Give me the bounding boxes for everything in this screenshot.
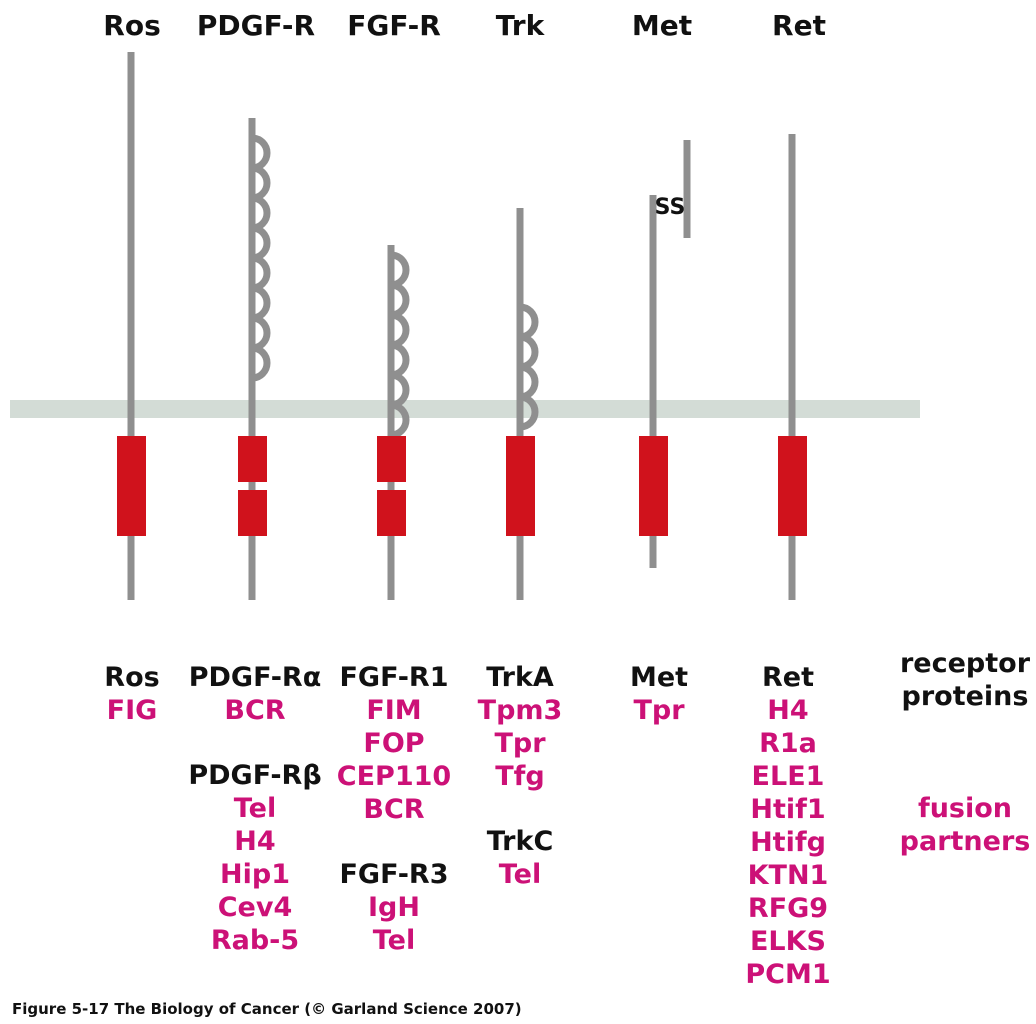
- fusion-partner: Htif1: [750, 794, 825, 825]
- fusion-partner: ELKS: [750, 926, 826, 957]
- receptor-ros: [117, 52, 146, 600]
- receptor-name: PDGF-Rα: [189, 662, 322, 693]
- fusion-partner: H4: [234, 826, 275, 857]
- fusion-partner: ELE1: [752, 761, 825, 792]
- fusion-partner: IgH: [368, 892, 420, 923]
- header-trk: Trk: [496, 9, 546, 42]
- fusion-partner: Tel: [373, 925, 415, 956]
- receptor-met: SS: [639, 140, 691, 568]
- receptor-name: Ret: [762, 662, 814, 693]
- header-ros: Ros: [103, 9, 160, 42]
- fusion-partner: FIM: [366, 695, 421, 726]
- receptor-trk: [506, 208, 539, 600]
- receptor-name: TrkA: [486, 662, 554, 693]
- legend-receptor-line-1: receptor: [900, 648, 1031, 679]
- kinase-domain: [639, 436, 668, 536]
- ig-like-loops: [516, 303, 539, 431]
- kinase-domain-upper: [238, 436, 267, 482]
- fusion-partner: BCR: [363, 794, 424, 825]
- fusion-partner: PCM1: [745, 959, 830, 990]
- ig-like-loops: [248, 134, 271, 382]
- fusion-partner: R1a: [759, 728, 817, 759]
- legend-partner-line-1: fusion: [918, 793, 1012, 824]
- legend: receptor proteins fusion partners: [900, 648, 1031, 857]
- ig-like-loops: [387, 251, 410, 439]
- kinase-domain-upper: [377, 436, 406, 482]
- receptor-name: Ros: [104, 662, 159, 693]
- fusion-partner: CEP110: [337, 761, 451, 792]
- header-met: Met: [632, 9, 692, 42]
- kinase-domain-lower: [377, 490, 406, 536]
- header-pdgf-r: PDGF-R: [197, 9, 315, 42]
- header-fgf-r: FGF-R: [347, 9, 441, 42]
- ros-labels: Ros FIG: [104, 662, 159, 726]
- fusion-partner: RFG9: [748, 893, 828, 924]
- fusion-partner: Tfg: [495, 761, 545, 792]
- receptor-pdgf-r: [238, 118, 271, 600]
- fusion-partner: BCR: [224, 695, 285, 726]
- fusion-partner: Tel: [234, 793, 276, 824]
- kinase-domain-lower: [238, 490, 267, 536]
- receptor-fgf-r: [377, 245, 410, 600]
- trk-labels: TrkA Tpm3 Tpr Tfg TrkC Tel: [478, 662, 563, 890]
- fgf-r-labels: FGF-R1 FIM FOP CEP110 BCR FGF-R3 IgH Tel: [337, 662, 451, 956]
- fusion-partner: Htifg: [750, 827, 826, 858]
- fusion-partner: FIG: [107, 695, 158, 726]
- receptor-name: Met: [630, 662, 688, 693]
- legend-partner-line-2: partners: [900, 826, 1031, 857]
- cell-membrane: [10, 400, 920, 418]
- fusion-partner: FOP: [363, 728, 424, 759]
- receptor-ret: [778, 134, 807, 600]
- pdgf-r-labels: PDGF-Rα BCR PDGF-Rβ Tel H4 Hip1 Cev4 Rab…: [188, 662, 321, 956]
- kinase-domain: [506, 436, 535, 536]
- disulfide-label: SS: [655, 195, 686, 220]
- kinase-domain: [117, 436, 146, 536]
- fusion-partner: KTN1: [748, 860, 829, 891]
- met-labels: Met Tpr: [630, 662, 688, 726]
- receptor-name: FGF-R3: [339, 859, 448, 890]
- fusion-partner: Cev4: [218, 892, 293, 923]
- receptor-name: TrkC: [487, 826, 554, 857]
- header-ret: Ret: [772, 9, 826, 42]
- legend-receptor-line-2: proteins: [902, 681, 1029, 712]
- ret-labels: Ret H4 R1a ELE1 Htif1 Htifg KTN1 RFG9 EL…: [745, 662, 830, 990]
- fusion-partner: Tel: [499, 859, 541, 890]
- figure-caption: Figure 5-17 The Biology of Cancer (© Gar…: [12, 1000, 522, 1018]
- fusion-partner: Tpr: [633, 695, 685, 726]
- fusion-partner: H4: [767, 695, 808, 726]
- fusion-partner: Rab-5: [211, 925, 299, 956]
- fusion-partner: Tpm3: [478, 695, 563, 726]
- receptor-name: FGF-R1: [339, 662, 448, 693]
- fusion-partner: Tpr: [494, 728, 546, 759]
- receptor-name: PDGF-Rβ: [188, 760, 321, 791]
- fusion-partner: Hip1: [220, 859, 290, 890]
- kinase-domain: [778, 436, 807, 536]
